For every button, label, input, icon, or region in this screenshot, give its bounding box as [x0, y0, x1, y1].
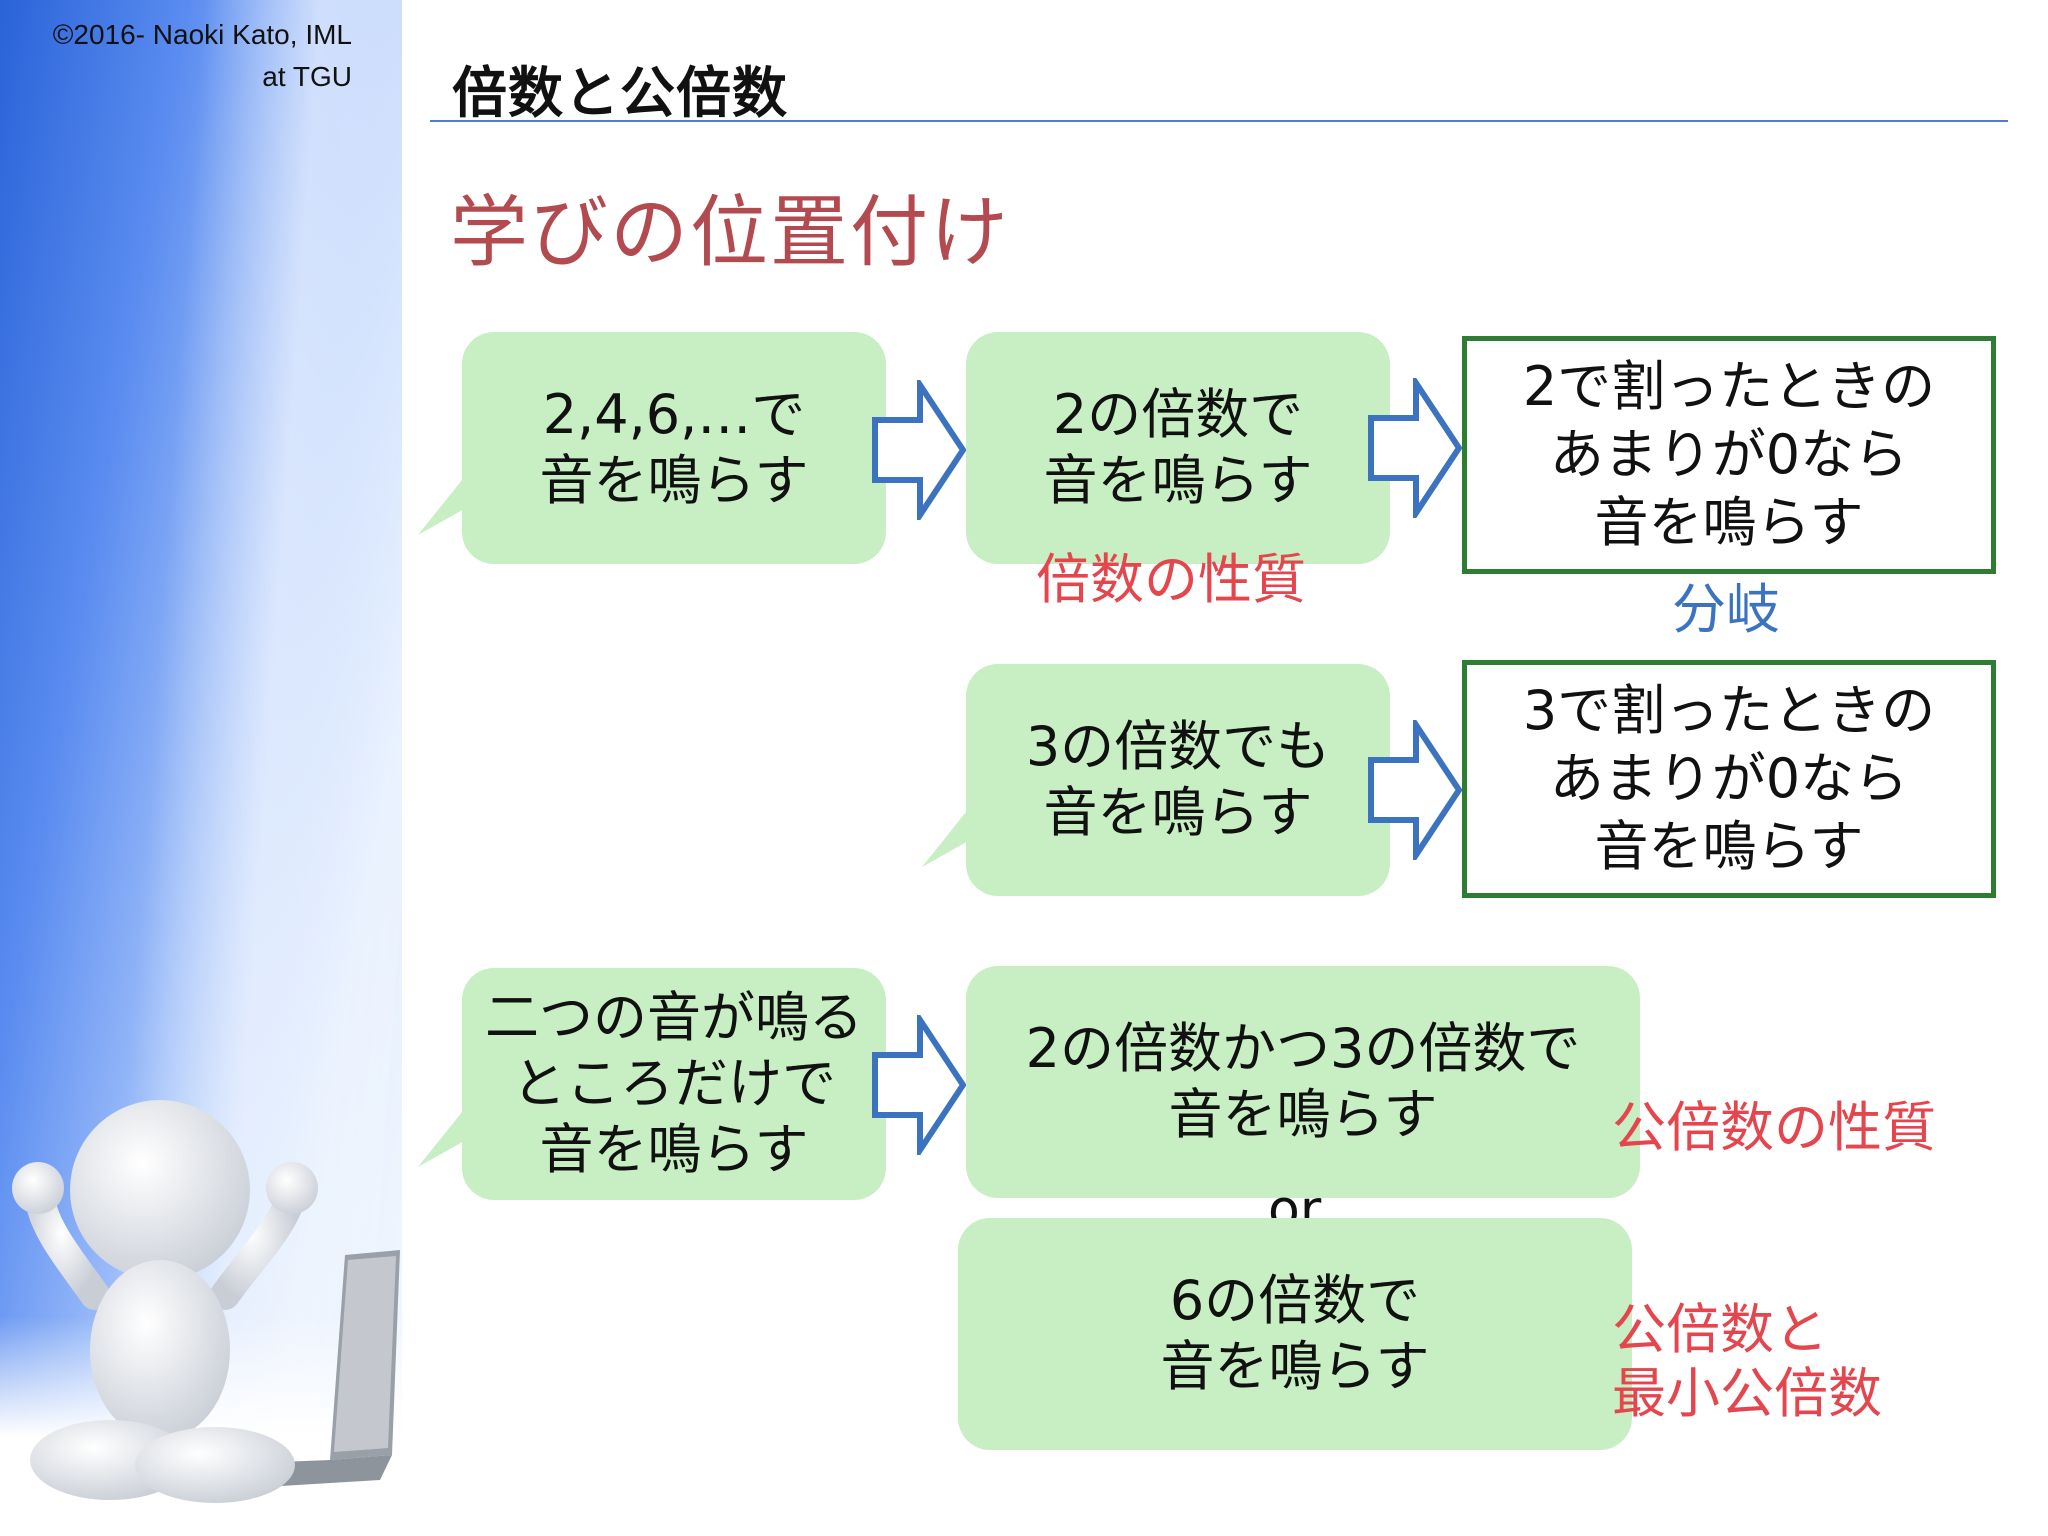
copyright-line2: at TGU	[262, 61, 352, 92]
header-divider	[430, 120, 2008, 122]
laptop-icon	[205, 1250, 400, 1490]
copyright-line1: ©2016- Naoki Kato, IML	[52, 19, 352, 50]
step5-box: 3で割ったときの あまりが0なら 音を鳴らす	[1462, 660, 1996, 898]
right-arrow-icon	[872, 1015, 967, 1155]
step5-text: 3で割ったときの あまりが0なら 音を鳴らす	[1522, 679, 1936, 878]
right-arrow-icon	[1368, 720, 1463, 860]
sidebar-background: ©2016- Naoki Kato, IML at TGU	[0, 0, 402, 1536]
right-arrow-icon	[872, 380, 967, 520]
step7-bubble: 2の倍数かつ3の倍数で 音を鳴らす	[966, 966, 1640, 1198]
step2-bubble: 2の倍数で 音を鳴らす	[966, 332, 1390, 564]
step4-bubble: 3の倍数でも 音を鳴らす	[966, 664, 1390, 896]
right-arrow-icon	[1368, 378, 1463, 518]
step3-box: 2で割ったときの あまりが0なら 音を鳴らす	[1462, 336, 1996, 574]
step3-text: 2で割ったときの あまりが0なら 音を鳴らす	[1522, 355, 1936, 554]
step7-note: 公倍数の性質	[1612, 1096, 1936, 1159]
section-heading: 学びの位置付け	[450, 188, 1011, 278]
step8-text: 6の倍数で 音を鳴らす	[1160, 1269, 1430, 1398]
step8-note: 公倍数と 最小公倍数	[1612, 1298, 1882, 1425]
step2-note: 倍数の性質	[1036, 548, 1306, 611]
copyright-notice: ©2016- Naoki Kato, IML at TGU	[53, 14, 352, 98]
page-title: 倍数と公倍数	[452, 61, 789, 125]
step1-bubble: 2,4,6,…で 音を鳴らす	[462, 332, 886, 564]
step1-text: 2,4,6,…で 音を鳴らす	[539, 383, 809, 512]
step8-bubble: 6の倍数で 音を鳴らす	[958, 1218, 1632, 1450]
step4-text: 3の倍数でも 音を鳴らす	[1025, 715, 1331, 844]
cheering-person-icon	[12, 1100, 400, 1503]
step3-note: 分岐	[1672, 578, 1780, 641]
step7-text: 2の倍数かつ3の倍数で 音を鳴らす	[1025, 1017, 1581, 1146]
step2-text: 2の倍数で 音を鳴らす	[1043, 383, 1313, 512]
step6-text: 二つの音が鳴る ところだけで 音を鳴らす	[485, 986, 863, 1181]
step6-bubble: 二つの音が鳴る ところだけで 音を鳴らす	[462, 968, 886, 1200]
